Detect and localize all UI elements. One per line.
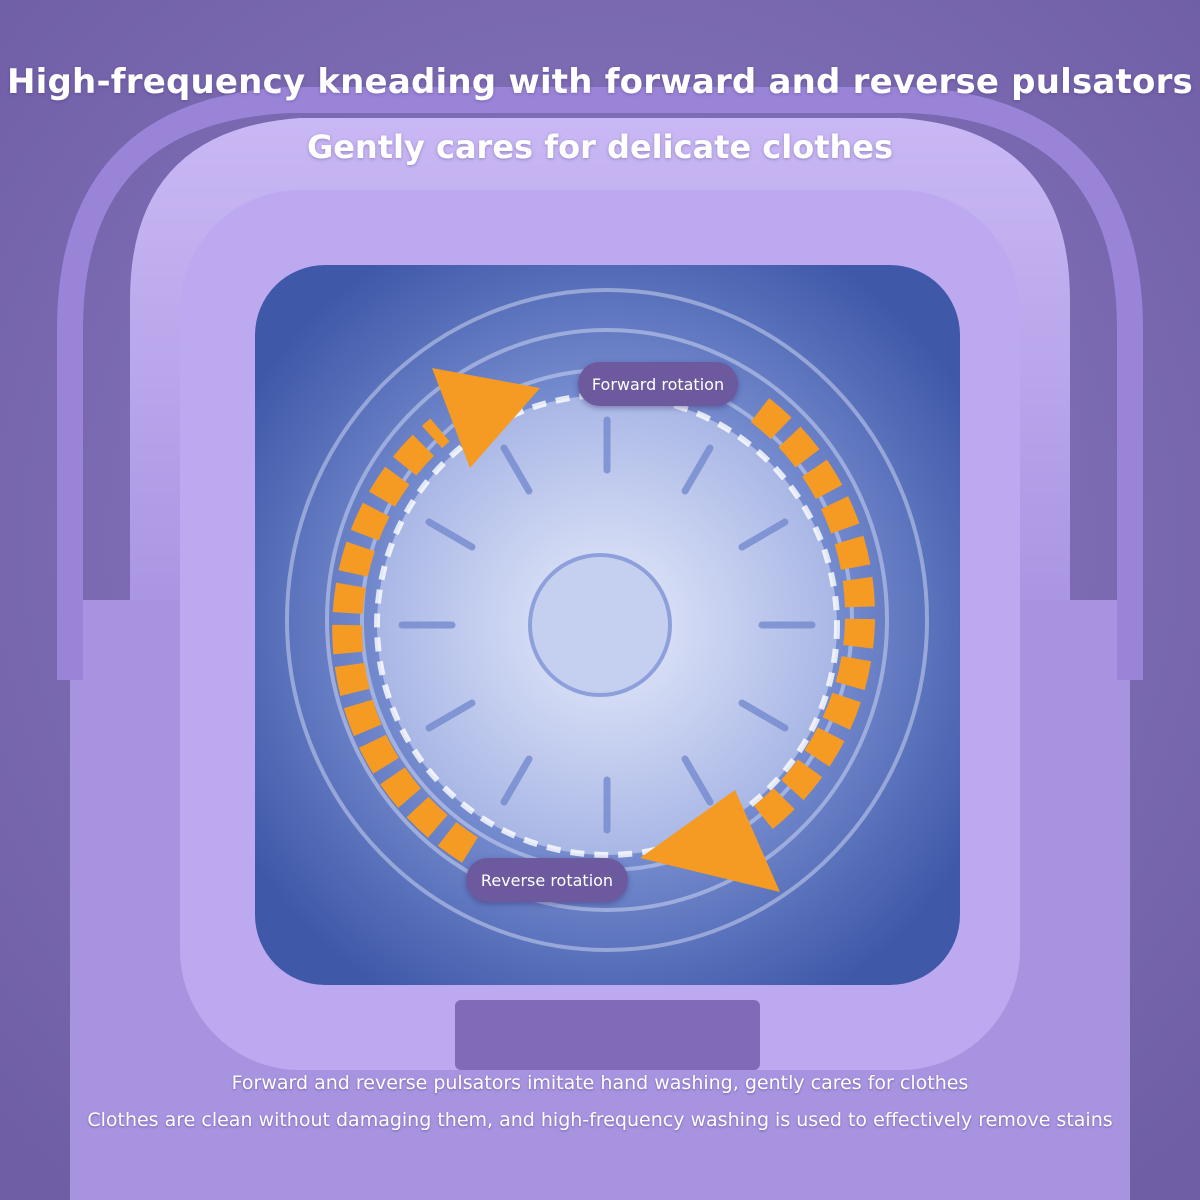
lid-frame <box>57 87 1143 680</box>
pulsator-ribs <box>398 416 816 834</box>
reverse-rotation-arrowhead <box>640 790 780 892</box>
reverse-rotation-label: Reverse rotation <box>466 858 628 902</box>
caption-line-2: Clothes are clean without damaging them,… <box>87 1109 1113 1131</box>
headline-line-2: Gently cares for delicate clothes <box>306 128 894 166</box>
reverse-rotation-arc <box>750 398 876 832</box>
pulsator-hub <box>528 553 672 697</box>
forward-rotation-label: Forward rotation <box>578 362 738 406</box>
forward-rotation-arc <box>332 418 478 863</box>
headline-line-1: High-frequency kneading with forward and… <box>7 62 1193 102</box>
drain-slot <box>455 1000 760 1070</box>
caption-line-1: Forward and reverse pulsators imitate ha… <box>231 1072 969 1094</box>
forward-rotation-arrowhead <box>432 368 540 468</box>
